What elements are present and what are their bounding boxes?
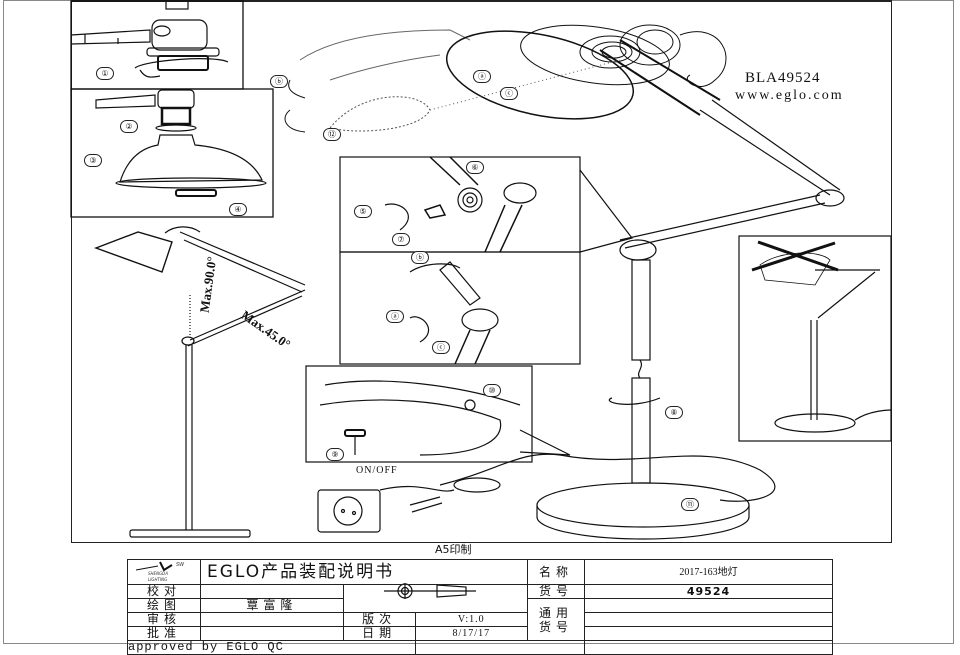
row-value-drawing: 覃富隆 — [200, 598, 344, 613]
date-label: 日期 — [342, 626, 416, 641]
title-block: SW SHENGDA LIGHTING EGLO产品装配说明书 名称 2017-… — [127, 559, 833, 655]
row-label-drawing: 绘图 — [127, 598, 201, 613]
callout-3: ③ — [84, 154, 102, 167]
projection-symbol-cell — [342, 584, 529, 613]
row-value-check — [200, 584, 344, 599]
angle-diagram-lamp — [93, 226, 306, 538]
item-no-value: 49524 — [584, 584, 833, 599]
row-value-review — [200, 612, 344, 627]
logo-name-2: LIGHTING — [148, 577, 168, 582]
empty-cell-right — [584, 640, 833, 655]
wiring-panel — [305, 365, 533, 463]
panel-step-1 — [70, 0, 244, 90]
callout-c-mid: ⓒ — [432, 341, 450, 354]
common-item-label-2: 货号 — [538, 619, 573, 634]
callout-7: ⑦ — [392, 233, 410, 246]
common-item-value-3 — [584, 626, 833, 641]
callout-5: ⑤ — [354, 205, 372, 218]
panel-step-abc — [339, 251, 581, 365]
callout-b-top: ⓑ — [270, 75, 288, 88]
callout-a-mid: ⓐ — [386, 310, 404, 323]
version-value: V:1.0 — [414, 612, 529, 627]
common-item-label: 通用 货号 — [527, 598, 585, 641]
logo-wrap: SW SHENGDA LIGHTING — [128, 560, 200, 584]
date-value: 8/17/17 — [414, 626, 529, 641]
callout-4: ④ — [229, 203, 247, 216]
website: www.eglo.com — [735, 88, 844, 103]
row-value-approve — [200, 626, 344, 641]
callout-9: ⑨ — [326, 448, 344, 461]
callout-b-mid: ⓑ — [411, 251, 429, 264]
row-label-check: 校对 — [127, 584, 201, 599]
name-value: 2017-163地灯 — [584, 559, 833, 585]
logo-name-1: SHENGDA — [148, 571, 168, 576]
shade-attach-view — [284, 24, 727, 133]
callout-a-top: ⓐ — [473, 70, 491, 83]
common-item-label-1: 通用 — [538, 605, 573, 620]
panel-step-2-4 — [70, 88, 274, 218]
common-item-value-1 — [584, 598, 833, 613]
switch-plug-socket — [317, 477, 501, 533]
callout-2: ② — [120, 120, 138, 133]
name-label: 名称 — [527, 559, 585, 585]
callout-1: ① — [96, 67, 114, 80]
main-lamp-assembly — [439, 99, 845, 540]
row-label-review: 审核 — [127, 612, 201, 627]
version-label: 版次 — [342, 612, 416, 627]
callout-11: ⑪ — [681, 498, 699, 511]
approved-by: approved by EGLO QC — [127, 640, 416, 655]
logo-mark: SW — [176, 562, 185, 568]
logo-cell: SW SHENGDA LIGHTING — [127, 559, 201, 585]
empty-cell — [414, 640, 586, 655]
callout-12: ⑫ — [323, 128, 341, 141]
switch-label: ON/OFF — [356, 465, 398, 476]
panel-step-5-7 — [339, 156, 581, 253]
incorrect-usage-panel — [738, 235, 892, 442]
common-item-value-2 — [584, 612, 833, 627]
callout-6: ⑥ — [466, 161, 484, 174]
callout-8: ⑧ — [665, 406, 683, 419]
model-code: BLA49524 — [745, 70, 821, 86]
item-no-label: 货号 — [527, 584, 585, 599]
callout-10: ⑩ — [483, 384, 501, 397]
print-size-label: A5印制 — [435, 543, 472, 556]
callout-c-top: ⓒ — [500, 87, 518, 100]
row-label-approve: 批准 — [127, 626, 201, 641]
document-title: EGLO产品装配说明书 — [200, 559, 528, 585]
